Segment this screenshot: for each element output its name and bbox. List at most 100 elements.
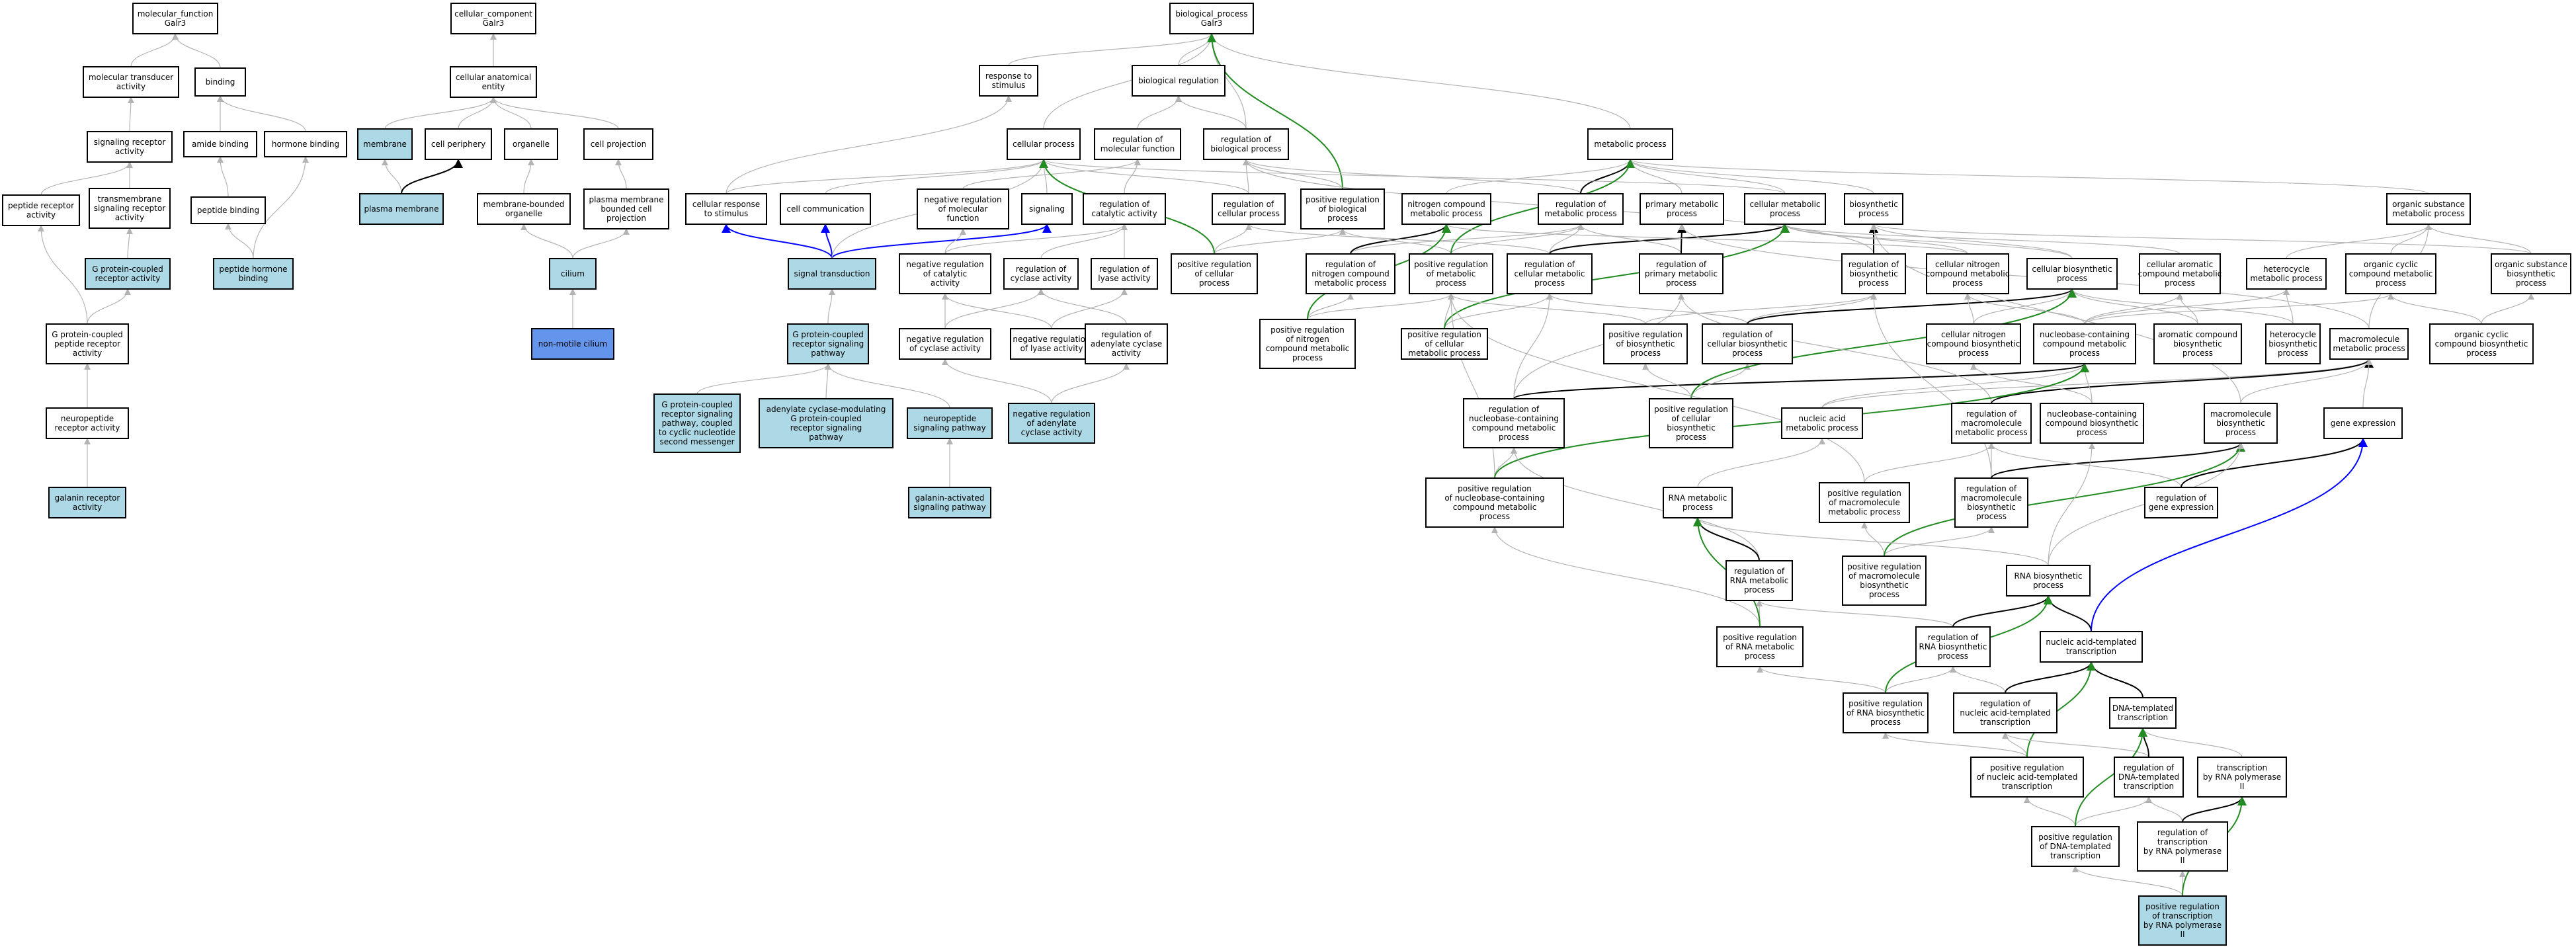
node-box	[1425, 477, 1564, 528]
node-label-line: transcription	[2066, 647, 2116, 656]
node-label-line: hormone binding	[272, 140, 339, 149]
edge-part-of-rmbsp-to-mbsp	[1991, 442, 2245, 479]
node-label-line: organelle	[505, 209, 542, 218]
edge-is-a-rnabsp-to-rnamp	[1694, 517, 2049, 566]
edge-is-a-breg-to-bp	[1178, 33, 1215, 66]
edge-part-of-rcbp-to-cbp	[1747, 288, 2077, 325]
node-label-line: regulation of	[1099, 265, 1150, 274]
node-label-line: metabolic process	[2333, 344, 2405, 353]
node-label-line: regulation of	[1734, 567, 1785, 576]
node-label-line: second messenger	[659, 437, 734, 446]
node-label-line: compound metabolic	[2349, 269, 2433, 278]
node-label-line: entity	[482, 82, 505, 91]
node-box	[1603, 323, 1688, 364]
node-label-line: process	[1745, 651, 1775, 661]
node-label-line: G protein-coupled	[52, 330, 123, 339]
node-label-line: compound metabolic	[1926, 269, 2010, 278]
node-box	[2026, 258, 2118, 290]
node-label-line: Galr3	[165, 19, 187, 28]
node-label-line: regulation of	[1221, 135, 1272, 144]
node-box	[2138, 895, 2227, 946]
node-box	[1702, 323, 1793, 364]
node-box	[759, 398, 893, 448]
go-term-node-cellproc: cellular process	[1007, 128, 1081, 160]
node-label-line: metabolic process	[1828, 507, 1900, 516]
edge-part-of-rge-to-ge	[2181, 438, 2368, 488]
node-label-line: receptor signaling	[790, 423, 862, 432]
go-term-node-signaling: signaling	[1021, 193, 1073, 225]
edge-is-a-prnatt-to-rnatt	[2002, 732, 2028, 758]
node-box	[477, 193, 571, 225]
node-label-line: compound biosynthetic	[2435, 339, 2528, 349]
node-label-line: pathway, coupled	[662, 419, 733, 428]
edge-is-a-prrnabsp-to-prrnamp	[1757, 666, 1886, 694]
node-label-line: cell projection	[591, 140, 646, 149]
node-label-line: gene expression	[2149, 503, 2214, 512]
node-label-line: nitrogen compound	[1311, 269, 1390, 278]
node-label-line: regulation of	[2124, 763, 2175, 772]
edge-has-part-natt-to-ge	[2091, 438, 2368, 632]
node-label-line: by RNA polymerase	[2143, 846, 2222, 856]
edge-is-a-occbp-to-occmp	[2388, 293, 2482, 325]
edge-has-part-st-to-cellcomm	[821, 224, 833, 259]
edge-is-a-rnbcmp-to-rpmp	[1513, 293, 1684, 399]
node-label-line: transcription	[2157, 837, 2208, 846]
node-label-line: stimulus	[992, 81, 1026, 90]
node-label-line: regulation of	[1224, 200, 1274, 209]
node-label-line: of nucleobase-containing	[1444, 493, 1544, 503]
node-label-line: activity	[26, 210, 56, 220]
node-box	[549, 258, 597, 290]
node-box	[1401, 193, 1491, 225]
node-label-line: peptide receptor	[8, 201, 74, 210]
go-term-node-pm: plasma membrane	[359, 193, 444, 225]
edge-is-a-prmmp-to-prmp	[1448, 293, 1865, 483]
edge-is-a-occbp-to-osbp	[2481, 293, 2534, 325]
node-label-line: positive regulation	[1849, 699, 1923, 708]
node-label-line: process	[1869, 590, 1899, 599]
node-label-line: cellular_component	[454, 9, 532, 19]
node-label-line: process	[2278, 349, 2308, 358]
edge-is-a-prrnamp-to-prnbcmp	[1491, 526, 1761, 628]
node-label-line: macromolecule	[1961, 493, 2022, 503]
go-term-node-organelle: organelle	[504, 128, 558, 160]
node-label-line: process	[2069, 349, 2100, 358]
node-label-line: biological regulation	[1138, 76, 1219, 85]
edge-is-a-osmp-to-metab	[1627, 159, 2429, 194]
node-label-line: process	[1499, 432, 1529, 442]
node-label-line: cell communication	[786, 204, 864, 214]
node-label-line: process	[2516, 278, 2546, 288]
edge-is-a-cilium-to-pmbcp	[572, 228, 630, 259]
edge-is-a-prmbsp-to-prmmp	[1861, 522, 1885, 557]
node-label-line: process	[1666, 278, 1696, 288]
node-label-line: to stimulus	[704, 209, 749, 218]
node-label-line: galanin receptor	[55, 493, 120, 503]
edge-is-a-osbp-to-osmp	[2425, 224, 2532, 255]
node-label-line: cyclase activity	[1011, 274, 1072, 283]
edge-is-a-nrca-to-nrmf	[944, 228, 966, 255]
